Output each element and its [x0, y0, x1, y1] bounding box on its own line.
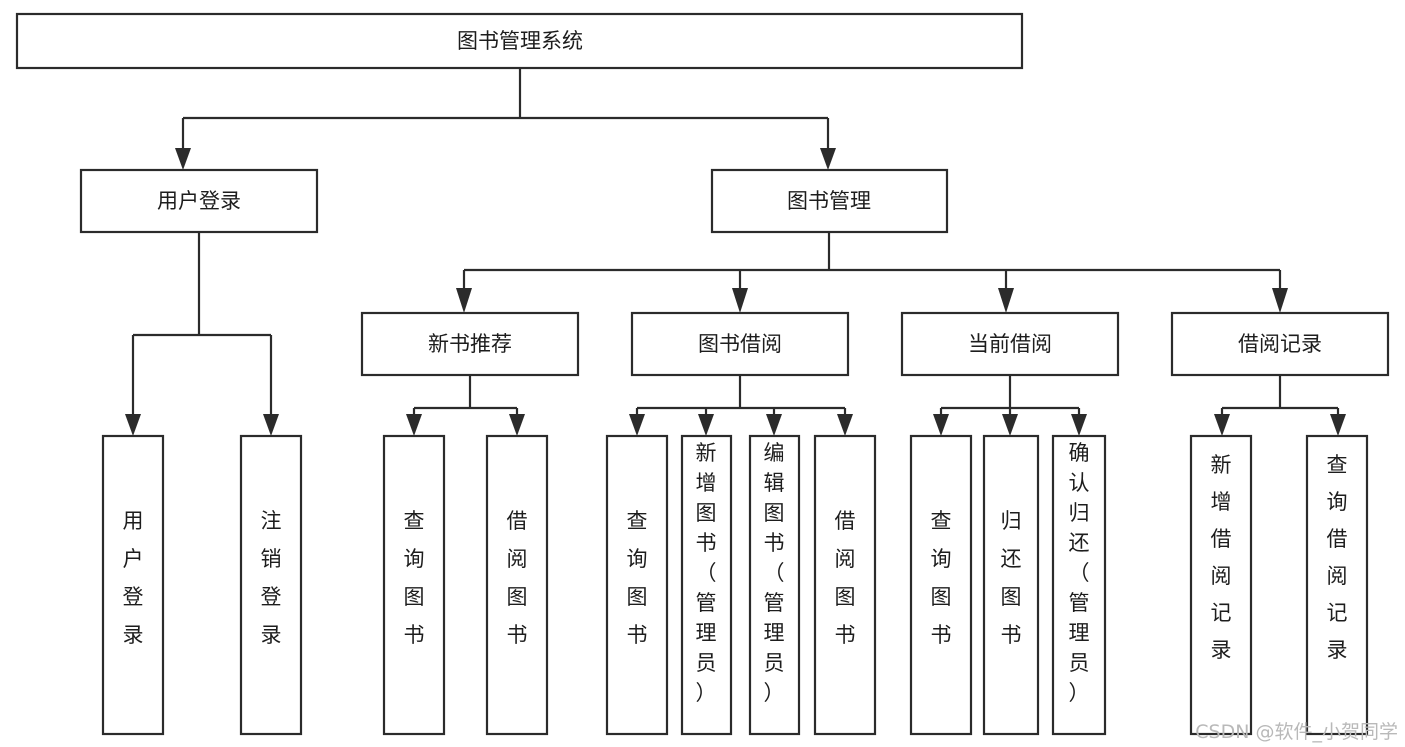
arrow-head-leaf-query-record — [1330, 414, 1346, 436]
node-leaf-query-book-2-label: 查询图书 — [627, 509, 648, 647]
arrow-head-leaf-return-book — [1002, 414, 1018, 436]
node-leaf-add-record-box[interactable] — [1189, 434, 1253, 736]
node-leaf-borrow-book-1-box[interactable] — [485, 434, 549, 736]
node-leaf-return-book[interactable]: 归还图书 — [982, 434, 1040, 736]
node-leaf-add-record[interactable]: 新增借阅记录 — [1189, 434, 1253, 736]
arrow-head-leaf-logout — [263, 414, 279, 436]
arrow-head-leaf-edit-book — [766, 414, 782, 436]
arrow-head-leaf-borrow-book-2 — [837, 414, 853, 436]
arrow-head-new-book-rec — [456, 288, 472, 313]
arrow-head-current-borrow — [998, 288, 1014, 313]
node-leaf-add-book-label: 新增图书（管理员） — [696, 441, 717, 705]
arrow-head-user-login — [175, 148, 191, 170]
node-book-manage-label: 图书管理 — [787, 189, 871, 213]
node-leaf-borrow-book-2[interactable]: 借阅图书 — [813, 434, 877, 736]
node-leaf-query-record[interactable]: 查询借阅记录 — [1305, 434, 1369, 736]
node-book-manage[interactable]: 图书管理 — [710, 168, 949, 234]
node-user-login-label: 用户登录 — [157, 189, 241, 213]
node-borrow-record-box[interactable] — [1170, 311, 1390, 377]
node-current-borrow[interactable]: 当前借阅 — [900, 311, 1120, 377]
node-leaf-edit-book-box[interactable] — [748, 434, 801, 736]
node-new-book-rec-box[interactable] — [360, 311, 580, 377]
arrow-head-leaf-query-book-2 — [629, 414, 645, 436]
arrow-head-leaf-query-book-3 — [933, 414, 949, 436]
arrow-head-leaf-add-book — [698, 414, 714, 436]
node-book-borrow[interactable]: 图书借阅 — [630, 311, 850, 377]
node-current-borrow-label: 当前借阅 — [968, 332, 1052, 356]
node-new-book-rec[interactable]: 新书推荐 — [360, 311, 580, 377]
node-leaf-confirm-return-label: 确认归还（管理员） — [1069, 441, 1090, 705]
node-leaf-user-login[interactable]: 用户登录 — [101, 434, 165, 736]
node-leaf-query-record-label: 查询借阅记录 — [1327, 453, 1348, 662]
node-new-book-rec-label: 新书推荐 — [428, 332, 512, 356]
node-root-label: 图书管理系统 — [457, 29, 583, 53]
arrow-head-leaf-add-record — [1214, 414, 1230, 436]
watermark-label: CSDN @软件_小贺同学 — [1195, 721, 1398, 743]
node-leaf-edit-book-label: 编辑图书（管理员） — [764, 441, 785, 705]
node-leaf-user-login-label: 用户登录 — [123, 509, 144, 647]
node-leaf-borrow-book-2-label: 借阅图书 — [835, 509, 856, 647]
node-leaf-query-book-3[interactable]: 查询图书 — [909, 434, 973, 736]
arrow-head-book-borrow — [732, 288, 748, 313]
arrow-head-borrow-record — [1272, 288, 1288, 313]
node-book-borrow-box[interactable] — [630, 311, 850, 377]
node-user-login-box[interactable] — [79, 168, 319, 234]
arrow-head-leaf-user-login — [125, 414, 141, 436]
node-leaf-edit-book[interactable]: 编辑图书（管理员） — [748, 434, 801, 736]
node-leaf-borrow-book-2-box[interactable] — [813, 434, 877, 736]
node-borrow-record-label: 借阅记录 — [1238, 332, 1322, 356]
node-leaf-add-record-label: 新增借阅记录 — [1211, 453, 1232, 662]
arrow-head-leaf-confirm-return — [1071, 414, 1087, 436]
node-borrow-record[interactable]: 借阅记录 — [1170, 311, 1390, 377]
node-book-manage-box[interactable] — [710, 168, 949, 234]
node-leaf-query-book-2-box[interactable] — [605, 434, 669, 736]
node-leaf-logout[interactable]: 注销登录 — [239, 434, 303, 736]
node-current-borrow-box[interactable] — [900, 311, 1120, 377]
node-book-borrow-label: 图书借阅 — [698, 332, 782, 356]
node-leaf-query-book-3-box[interactable] — [909, 434, 973, 736]
node-leaf-logout-box[interactable] — [239, 434, 303, 736]
node-leaf-query-record-box[interactable] — [1305, 434, 1369, 736]
node-leaf-query-book-3-label: 查询图书 — [931, 509, 952, 647]
node-leaf-confirm-return-box[interactable] — [1051, 434, 1107, 736]
node-leaf-query-book-1-box[interactable] — [382, 434, 446, 736]
node-root-box[interactable] — [15, 12, 1024, 70]
node-leaf-query-book-1[interactable]: 查询图书 — [382, 434, 446, 736]
node-leaf-borrow-book-1-label: 借阅图书 — [507, 509, 528, 647]
node-leaf-query-book-1-label: 查询图书 — [404, 509, 425, 647]
arrow-head-book-manage — [820, 148, 836, 170]
node-leaf-add-book-box[interactable] — [680, 434, 733, 736]
node-leaf-user-login-box[interactable] — [101, 434, 165, 736]
node-leaf-logout-label: 注销登录 — [261, 509, 282, 647]
node-leaf-add-book[interactable]: 新增图书（管理员） — [680, 434, 733, 736]
arrow-head-leaf-query-book-1 — [406, 414, 422, 436]
node-leaf-borrow-book-1[interactable]: 借阅图书 — [485, 434, 549, 736]
node-leaf-return-book-box[interactable] — [982, 434, 1040, 736]
node-leaf-query-book-2[interactable]: 查询图书 — [605, 434, 669, 736]
node-root[interactable]: 图书管理系统 — [15, 12, 1024, 70]
connector-layer — [125, 68, 1346, 436]
node-leaf-return-book-label: 归还图书 — [1001, 509, 1022, 647]
arrow-head-leaf-borrow-book-1 — [509, 414, 525, 436]
node-leaf-confirm-return[interactable]: 确认归还（管理员） — [1051, 434, 1107, 736]
node-user-login[interactable]: 用户登录 — [79, 168, 319, 234]
